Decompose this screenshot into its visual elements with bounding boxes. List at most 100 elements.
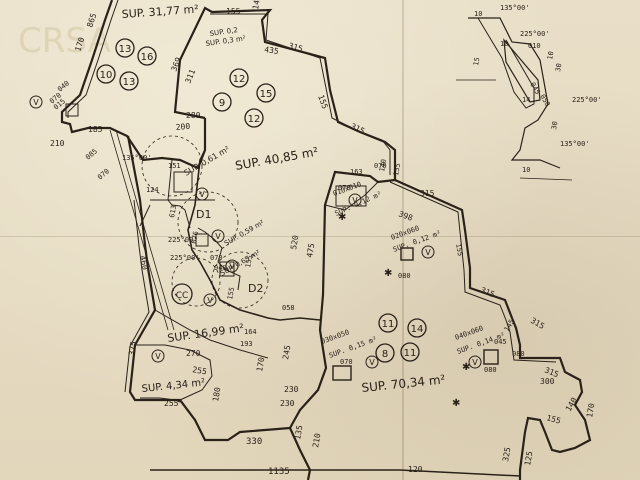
svg-text:270: 270 (186, 349, 201, 358)
svg-text:30: 30 (554, 63, 563, 73)
svg-text:245: 245 (281, 344, 292, 360)
section-line (109, 129, 175, 331)
svg-text:1135: 1135 (268, 467, 290, 477)
svg-text:225°00': 225°00' (168, 236, 198, 244)
vent-marker: V (225, 259, 239, 273)
svg-text:398: 398 (397, 209, 414, 222)
svg-text:V: V (369, 358, 375, 367)
svg-text:230: 230 (284, 385, 299, 394)
svg-text:11: 11 (404, 348, 417, 359)
svg-text:30: 30 (550, 121, 559, 131)
svg-text:16: 16 (141, 52, 154, 63)
svg-text:330: 330 (246, 437, 262, 447)
vent-marker: V (365, 355, 379, 369)
svg-text:10: 10 (100, 70, 113, 81)
area-lower-left: SUP. 16,99 m² (167, 321, 245, 345)
svg-text:280: 280 (186, 111, 201, 120)
svg-text:V: V (425, 248, 431, 257)
svg-text:311: 311 (184, 68, 198, 85)
room-labels: D1 D2 (196, 208, 263, 295)
svg-text:13: 13 (123, 77, 136, 88)
svg-text:CC: CC (176, 291, 189, 301)
svg-text:010: 010 (528, 42, 541, 50)
svg-text:14: 14 (411, 324, 424, 335)
vent-marker: V (195, 187, 209, 201)
svg-text:V: V (215, 232, 221, 241)
svg-text:185: 185 (88, 125, 103, 134)
svg-text:10: 10 (522, 166, 530, 174)
svg-text:520: 520 (289, 234, 300, 250)
svg-text:225°00': 225°00' (520, 30, 550, 38)
svg-text:076: 076 (190, 230, 200, 244)
svg-text:120: 120 (408, 465, 423, 474)
vent-marker: V (203, 293, 217, 307)
svg-text:225°00': 225°00' (572, 96, 602, 104)
column-9: 9 (212, 92, 232, 112)
svg-text:8: 8 (382, 349, 388, 360)
svg-text:210: 210 (50, 139, 65, 148)
column-markers: 13 16 10 13 12 15 9 12 11 14 8 11 CC (96, 38, 427, 363)
svg-text:300: 300 (540, 377, 555, 386)
level-marks: ✱ ✱ ✱ ✱ (338, 212, 470, 409)
svg-text:V: V (352, 196, 358, 205)
svg-text:613: 613 (168, 204, 178, 218)
column-12a: 12 (229, 68, 249, 88)
column-10: 10 (96, 64, 116, 84)
svg-text:125: 125 (523, 450, 534, 466)
svg-text:170: 170 (255, 356, 266, 372)
svg-text:155: 155 (392, 162, 402, 176)
svg-text:080: 080 (512, 350, 525, 358)
area-shaft: SUP. 0,59 m² (223, 218, 266, 247)
svg-text:10: 10 (474, 10, 482, 18)
svg-text:V: V (472, 358, 478, 367)
column-13a: 13 (115, 38, 135, 58)
vent-markers: V V V V V V V V V V (29, 95, 482, 369)
column-16: 16 (137, 46, 157, 66)
svg-text:15: 15 (472, 57, 481, 67)
svg-text:070: 070 (96, 167, 111, 181)
svg-text:V: V (155, 352, 161, 361)
svg-text:200: 200 (175, 122, 190, 132)
svg-text:180: 180 (211, 386, 222, 402)
svg-text:155: 155 (226, 7, 241, 16)
interior-walls (65, 103, 499, 401)
svg-text:155: 155 (545, 413, 561, 425)
column-13b: 13 (119, 71, 139, 91)
area-main-east: SUP. 70,34 m² (361, 372, 446, 395)
svg-text:255: 255 (164, 399, 179, 408)
area-small-circle: SUP. 0,61 m² (183, 144, 232, 177)
svg-text:070: 070 (374, 162, 387, 170)
svg-text:140: 140 (564, 396, 579, 413)
svg-text:V: V (199, 190, 205, 199)
svg-text:10: 10 (500, 40, 508, 48)
outer-walls (60, 0, 592, 480)
svg-text:375: 375 (127, 340, 138, 356)
svg-text:13: 13 (119, 44, 132, 55)
area-north-left: SUP. 31,77 m² (121, 3, 199, 21)
vent-marker: V (348, 193, 362, 207)
svg-text:210: 210 (311, 432, 322, 448)
svg-text:155: 155 (226, 286, 236, 300)
svg-text:080: 080 (398, 272, 411, 280)
column-14: 14 (407, 318, 427, 338)
svg-text:9: 9 (219, 98, 225, 109)
vent-marker: V (211, 229, 225, 243)
svg-text:✱: ✱ (384, 268, 392, 279)
svg-text:193: 193 (240, 340, 253, 348)
vent-marker: V (29, 95, 43, 109)
column-8: 8 (375, 343, 395, 363)
column-12b: 12 (244, 108, 264, 128)
dashed-zones (141, 135, 269, 309)
svg-text:230: 230 (280, 399, 295, 408)
svg-text:080: 080 (484, 366, 497, 374)
svg-text:V: V (207, 296, 213, 305)
svg-text:085: 085 (84, 147, 99, 161)
svg-text:315: 315 (420, 189, 435, 198)
inset-detail: 10 10 15 10 30 30 10 010 14 045 050 (456, 10, 573, 181)
svg-text:315: 315 (529, 316, 546, 331)
svg-text:135°00': 135°00' (122, 154, 152, 162)
svg-text:12: 12 (248, 114, 261, 125)
svg-text:170: 170 (73, 36, 86, 53)
fold-line-vertical (402, 0, 404, 480)
